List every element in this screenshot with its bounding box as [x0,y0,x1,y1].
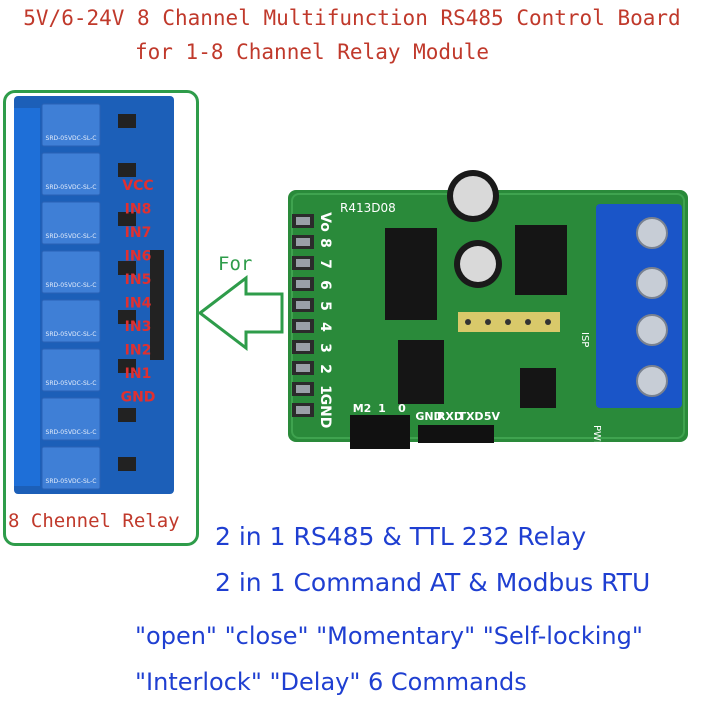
relay-model-text: SRD-05VDC-SL-C [46,233,97,240]
title-line-2: for 1-8 Channel Relay Module [134,40,489,64]
board-pin-label: 4 [317,322,333,332]
board-pin-label: Vo [317,212,333,232]
relay-module-board: SRD-05VDC-SL-C SRD-05VDC-SL-C SRD-05VDC-SL… [14,96,174,494]
feature-line-2: 2 in 1 Command AT & Modbus RTU [215,568,651,597]
relay-pin-label: IN7 [125,225,152,241]
feature-line-3: "open" "close" "Momentary" "Self-locking… [135,622,643,650]
control-board: R413D08 ISP PWR [288,170,688,449]
relay-unit: SRD-05VDC-SL-C [41,348,136,392]
relay-model-text: SRD-05VDC-SL-C [46,380,97,387]
relay-module-caption: 8 Chennel Relay [8,510,180,532]
feature-line-1: 2 in 1 RS485 & TTL 232 Relay [215,522,587,551]
board-model-label: R413D08 [340,201,396,215]
board-pin-label: GND [317,394,333,429]
relay-model-text: SRD-05VDC-SL-C [46,331,97,338]
relay-model-text: SRD-05VDC-SL-C [46,184,97,191]
uart-header-label: RXD [437,410,463,423]
board-pin-label: 7 [317,259,333,269]
relay-unit: SRD-05VDC-SL-C [41,250,136,294]
relay-unit: SRD-05VDC-SL-C [41,397,136,441]
arrow-left-icon [197,274,284,352]
relay-pin-label: IN2 [125,343,152,359]
relay-unit: SRD-05VDC-SL-C [41,446,136,490]
mode-header-label: 1 [378,402,386,415]
board-pin-label: 3 [317,343,333,353]
board-pin-label: 2 [317,364,333,374]
uart-header-label: 5V [484,410,501,423]
relay-pin-label: IN3 [125,319,152,335]
pwr-label: PWR [591,425,602,448]
feature-line-4: "Interlock" "Delay" 6 Commands [135,668,527,696]
relay-model-text: SRD-05VDC-SL-C [46,135,97,142]
relay-pin-label: IN5 [125,272,152,288]
for-label: For [218,253,253,275]
relay-pin-label: GND [121,390,156,406]
relay-unit: SRD-05VDC-SL-C [41,103,136,147]
board-pin-label: 1 [317,385,333,395]
uart-header-label: TXD [458,410,483,423]
mode-header-label: 0 [398,402,406,415]
title-line-1: 5V/6-24V 8 Channel Multifunction RS485 C… [23,6,681,30]
relay-pin-label: VCC [122,178,153,194]
relay-unit: SRD-05VDC-SL-C [41,152,136,196]
uart-header-label: GND [415,410,442,423]
relay-unit: SRD-05VDC-SL-C [41,299,136,343]
relay-model-text: SRD-05VDC-SL-C [46,282,97,289]
relay-unit: SRD-05VDC-SL-C [41,201,136,245]
board-pin-label: 6 [317,280,333,290]
relay-highlight-frame [3,90,199,546]
relay-pin-label: IN8 [125,202,152,218]
board-pin-label: 8 [317,238,333,248]
isp-label: ISP [579,332,590,347]
relay-pin-label: IN6 [125,249,152,265]
relay-model-text: SRD-05VDC-SL-C [46,478,97,485]
board-pin-label: 5 [317,301,333,311]
relay-pin-label: IN4 [125,296,152,312]
relay-model-text: SRD-05VDC-SL-C [46,429,97,436]
relay-pin-label: IN1 [125,366,152,382]
mode-header-label: M2 [353,402,372,415]
